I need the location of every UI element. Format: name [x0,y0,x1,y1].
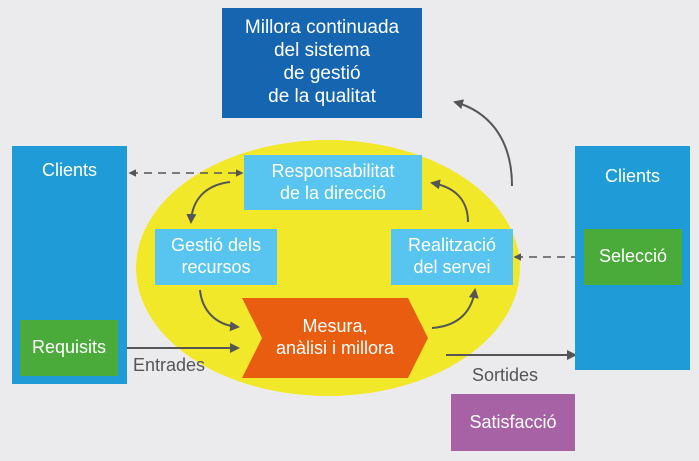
mesura-label: Mesura, anàlisi i millora [262,298,408,378]
millora-line-4: de la qualitat [268,85,376,107]
satisfaccio-box: Satisfacció [451,394,575,451]
realitzacio-box: Realització del servei [391,229,513,285]
left-clients-label: Clients [41,160,98,180]
arrow-to-millora [453,99,513,187]
entrades-label: Entrades [133,355,206,375]
mesura-line-2: anàlisi i millora [275,338,395,358]
responsabilitat-box: Responsabilitat de la direcció [244,155,422,210]
arrow-responsabilitat-gestio [186,181,231,224]
arrow-realitzacio-responsabilitat [430,179,469,223]
arrow-mesura-realitzacio [431,288,479,329]
responsabilitat-line-1: Responsabilitat [271,160,395,181]
mesura-chevron [242,298,428,378]
gestio-box: Gestió dels recursos [155,229,277,285]
gestio-line-1: Gestió dels [170,235,262,256]
realitzacio-line-1: Realització [407,235,497,256]
requisits-box: Requisits [20,320,118,376]
millora-line-2: del sistema [273,40,371,62]
sortides-label: Sortides [472,365,539,385]
millora-line-3: de gestió [283,63,361,84]
realitzacio-line-2: del servei [413,257,491,277]
right-clients-label: Clients [604,166,661,186]
arrow-gestio-mesura [199,289,240,332]
seleccio-box: Selecció [584,229,682,285]
millora-line-1: Millora continuada [244,17,400,39]
mesura-line-1: Mesura, [302,316,368,337]
gestio-line-2: recursos [181,257,251,277]
responsabilitat-line-2: de la direcció [279,182,387,203]
millora-continuada-box: Millora continuada del sistema de gestió… [222,8,422,118]
